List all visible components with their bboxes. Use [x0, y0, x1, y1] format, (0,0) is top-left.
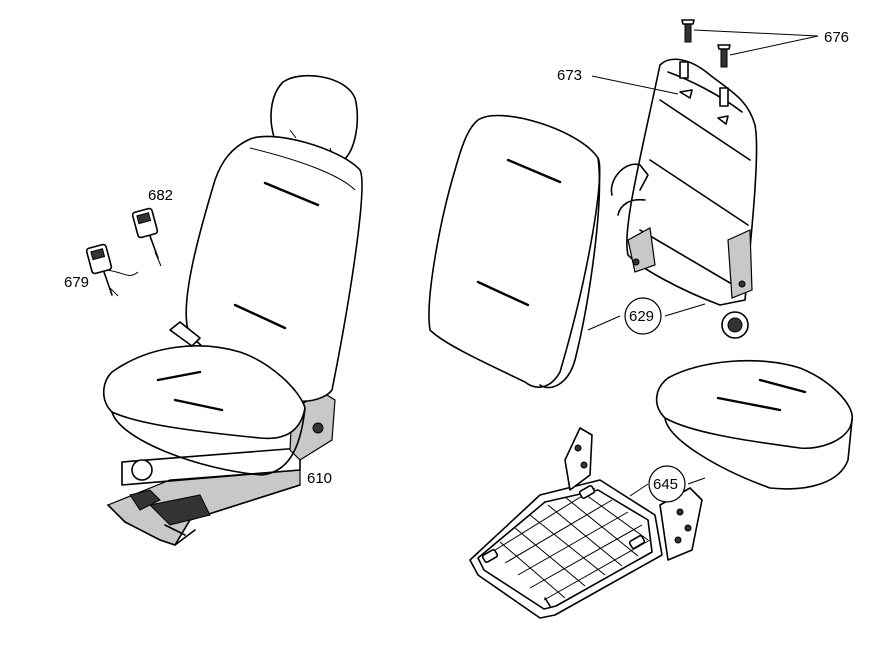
- seat-cushion: [655, 359, 853, 490]
- callout-circle-645: [648, 465, 686, 503]
- leader-lines: [587, 29, 819, 497]
- callout-629: 629: [629, 308, 654, 325]
- complete-seat: [102, 75, 363, 546]
- callout-610: 610: [307, 470, 332, 487]
- buckle-679: [85, 243, 139, 297]
- backrest-cushion: [428, 114, 601, 389]
- buckle-682: [131, 207, 162, 267]
- callout-682: 682: [148, 187, 173, 204]
- screws-676: [681, 19, 731, 68]
- callout-circle-629: [624, 297, 662, 335]
- callout-679: 679: [64, 274, 89, 291]
- seat-frame: [469, 427, 703, 619]
- callout-673: 673: [557, 67, 582, 84]
- backrest-frame: [610, 58, 758, 339]
- callout-676: 676: [824, 29, 849, 46]
- callout-645: 645: [653, 476, 678, 493]
